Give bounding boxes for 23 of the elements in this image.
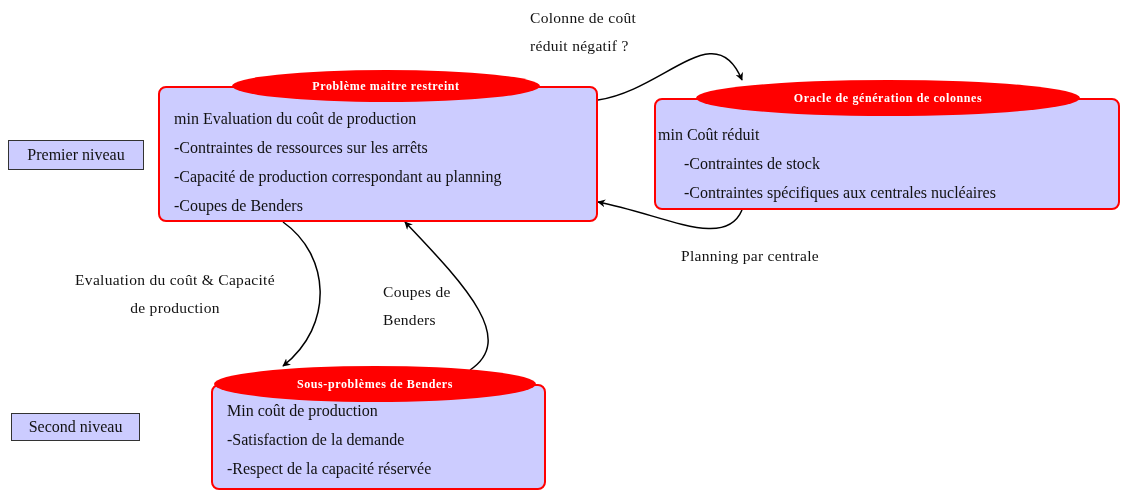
edge-label: Evaluation du coût & Capacité de production — [74, 270, 276, 318]
text-line: min Coût réduit — [658, 125, 761, 145]
edge-label: Colonne de coût réduit négatif ? — [530, 8, 638, 56]
text-line: -Contraintes de stock — [683, 154, 821, 174]
text-line: Min coût de production — [227, 401, 379, 422]
text-line: -Satisfaction de la demande — [227, 430, 406, 450]
title-ellipse: Problème maitre restreint — [232, 70, 540, 102]
text-line: min Evaluation du coût de production — [174, 109, 418, 130]
curved-arrow — [282, 221, 321, 367]
level-box: Premier niveau — [8, 140, 144, 170]
edge-label: Planning par centrale — [681, 246, 820, 266]
text-line: -Coupes de Benders — [174, 196, 304, 217]
text-line: -Respect de la capacité réservée — [227, 459, 433, 480]
level-box: Second niveau — [11, 413, 140, 441]
curved-arrow — [597, 199, 743, 230]
title-ellipse: Sous-problèmes de Benders — [214, 366, 536, 402]
title-ellipse: Oracle de génération de colonnes — [696, 80, 1080, 116]
text-line: -Contraintes spécifiques aux centrales nucléaires — [683, 183, 997, 204]
curved-arrow — [404, 221, 489, 371]
curved-arrow — [597, 53, 743, 101]
text-line: -Contraintes de ressources sur les arrêts — [174, 138, 429, 158]
text-line: -Capacité de production correspondant au planning — [174, 167, 503, 188]
edge-label: Coupes de Benders — [383, 282, 452, 330]
